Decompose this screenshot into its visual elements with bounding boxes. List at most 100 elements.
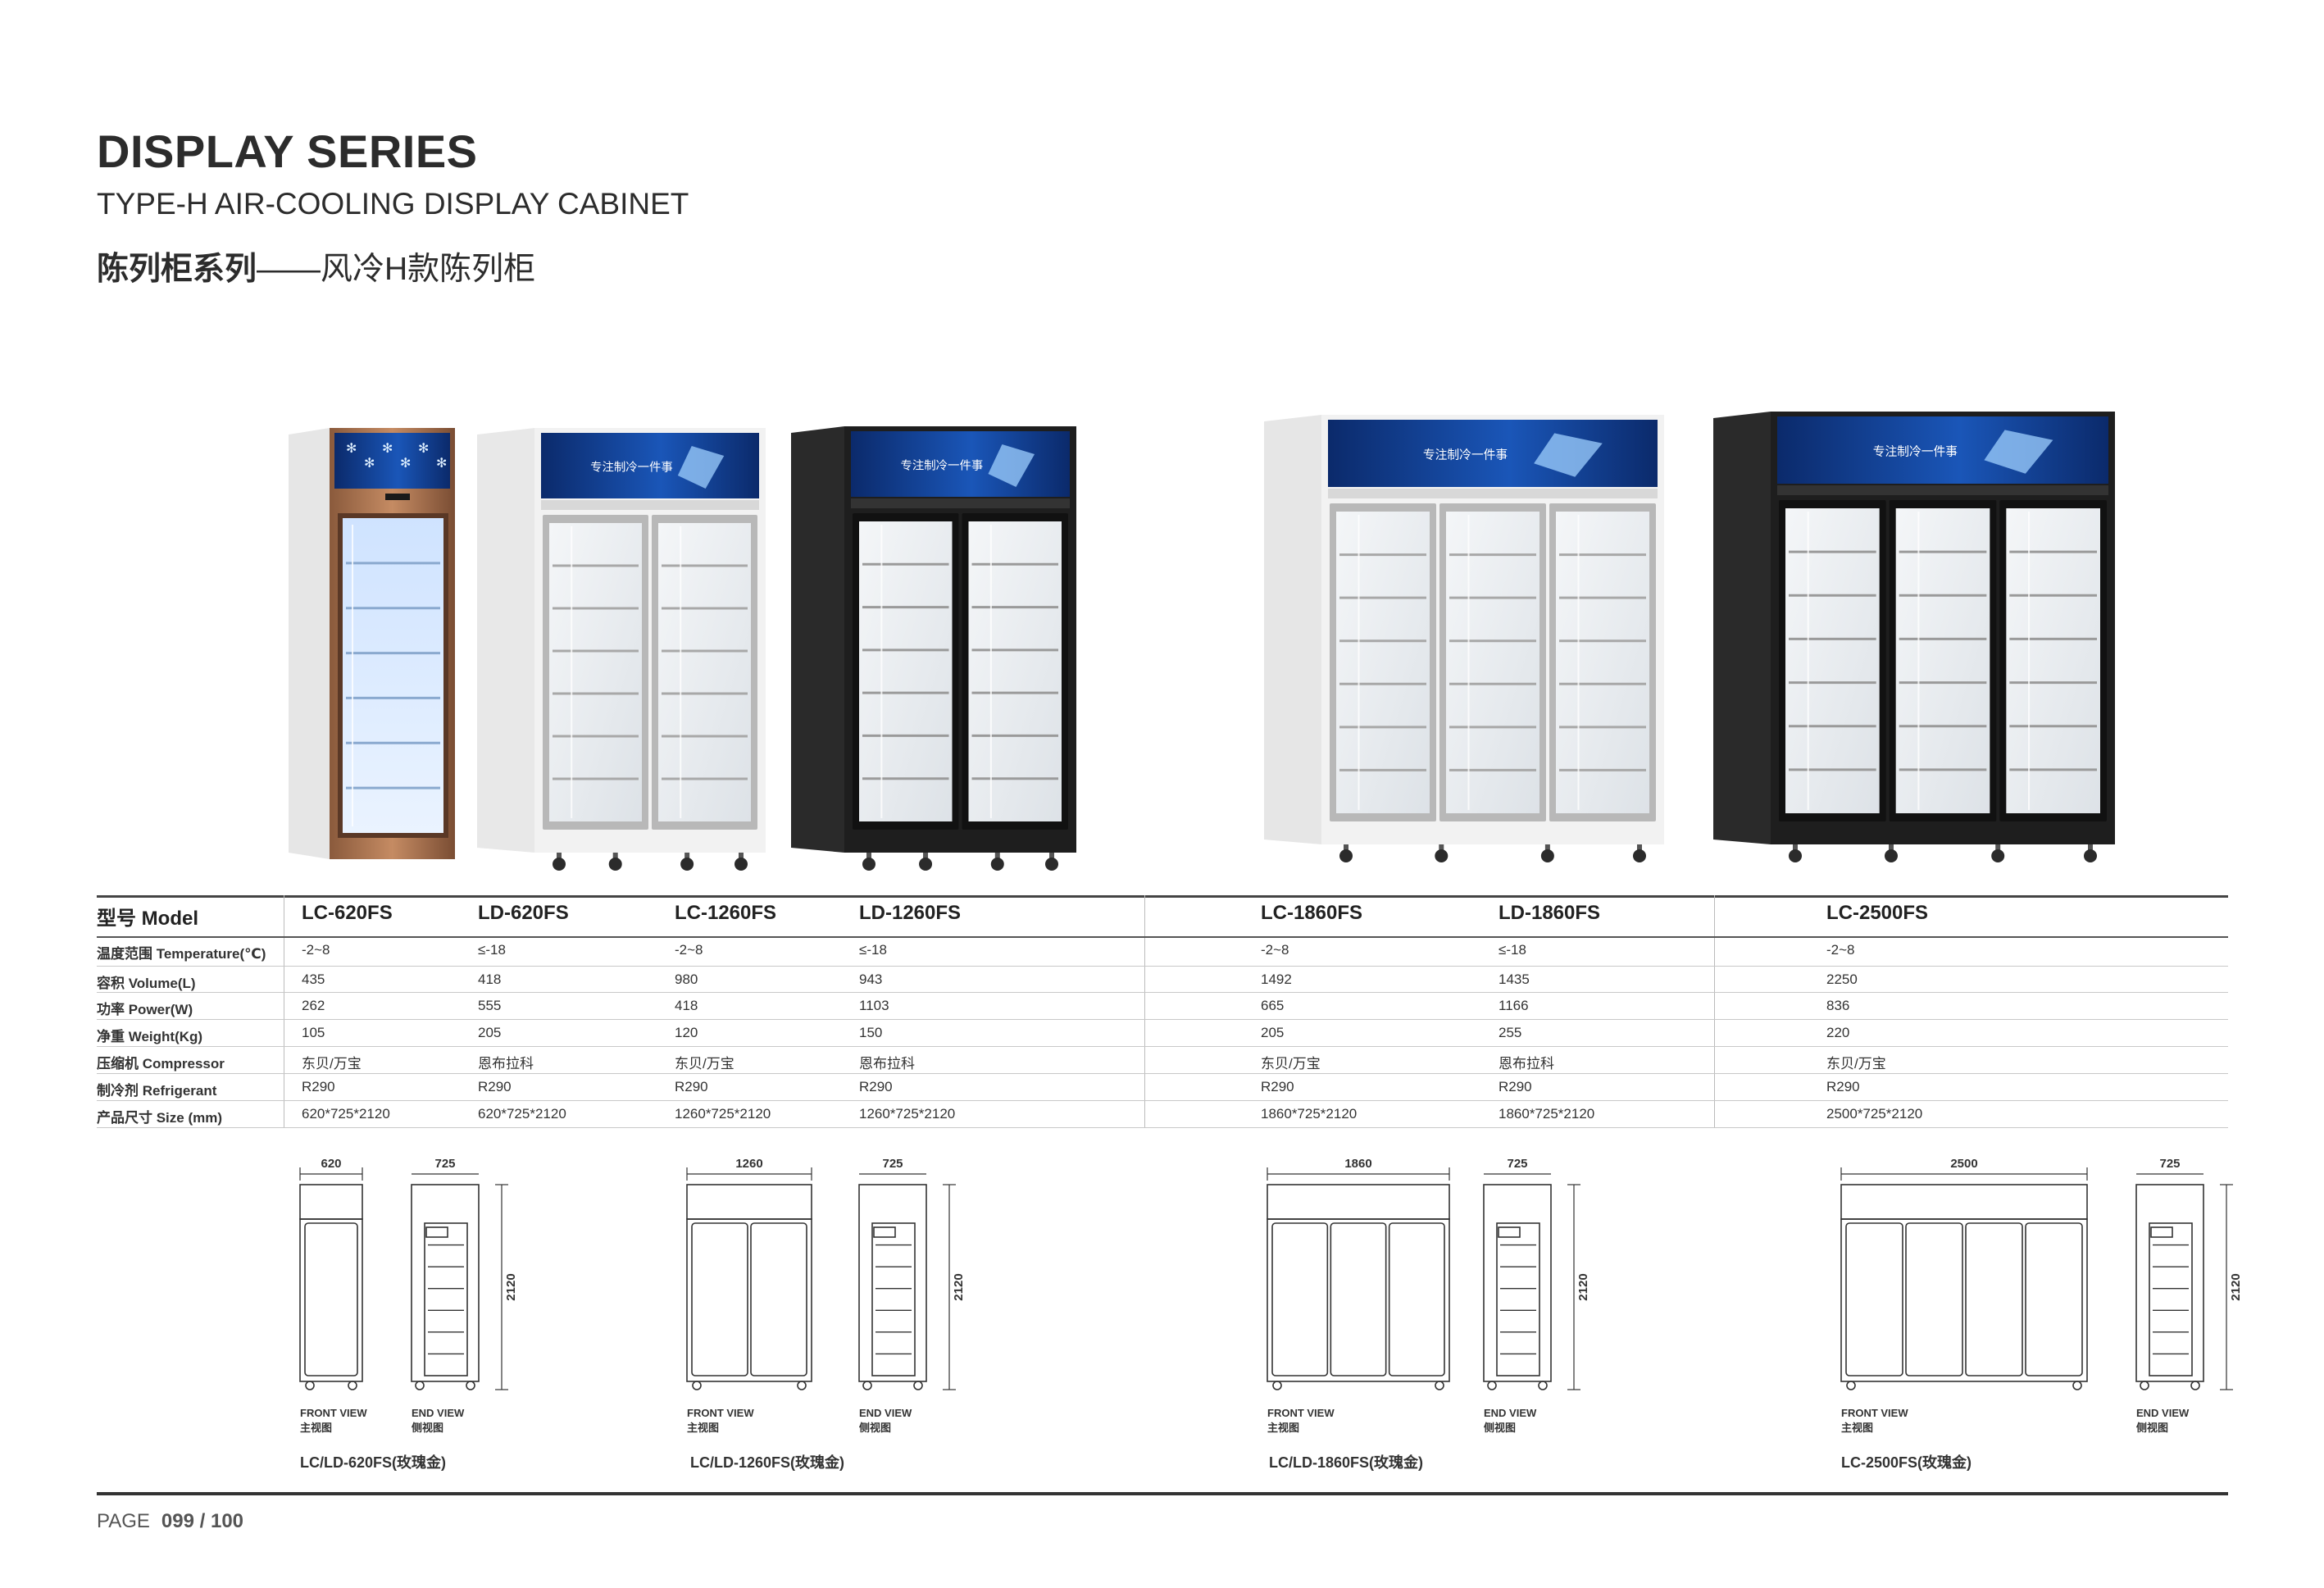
caster [1538, 1381, 1548, 1390]
row-label: 产品尺寸 Size (mm) [97, 1110, 223, 1126]
front-view-door [1905, 1222, 1963, 1376]
cabinet-door-glass [1446, 512, 1539, 813]
end-view-inner [871, 1222, 916, 1376]
cabinet-door-glass [859, 521, 953, 821]
wheel-stem [1995, 844, 2001, 851]
front-view-header [1267, 1184, 1450, 1220]
row-label: 净重 Weight(Kg) [97, 1029, 203, 1044]
caster [348, 1381, 357, 1390]
snowflake-icon: ✻ [346, 442, 357, 456]
cabinet-door-glass [1895, 508, 1990, 813]
row-value: 恩布拉科 [859, 1056, 915, 1072]
row-label: 温度范围 Temperature(℃) [97, 946, 266, 962]
row-value: 435 [302, 971, 325, 987]
row-value: 2250 [1826, 971, 1858, 987]
cabinet-ld-620fs: 专注制冷一件事 [477, 428, 766, 871]
height-dimension: 2120 [952, 1273, 966, 1300]
caster [305, 1381, 315, 1390]
end-view-unit [425, 1226, 448, 1238]
banner-ice-graphic [988, 444, 1035, 487]
model-name: LC-1260FS [675, 902, 777, 924]
wheel [1045, 858, 1058, 871]
row-value: 1103 [859, 998, 889, 1013]
end-view-unit [873, 1226, 896, 1238]
page-value: 099 / 100 [161, 1510, 244, 1532]
end-view-label: END VIEW [412, 1407, 465, 1419]
row-value: 665 [1261, 998, 1285, 1013]
cabinet-base [534, 835, 766, 853]
depth-dimension: 725 [2159, 1157, 2180, 1171]
row-value: 恩布拉科 [478, 1056, 534, 1072]
banner-text: 专注制冷一件事 [590, 460, 673, 474]
row-value: 1166 [1499, 998, 1529, 1013]
cabinet-lc-2500fs: 专注制冷一件事 [1713, 412, 2115, 862]
wheel [2084, 849, 2097, 862]
row-value: R290 [1499, 1079, 1532, 1094]
front-view-label-cn: 主视图 [300, 1422, 332, 1434]
cabinet-banner [1328, 420, 1658, 487]
wheel [1789, 849, 1802, 862]
cabinet-door-glass [1556, 512, 1649, 813]
table-top-rule [97, 895, 2228, 898]
height-dimension: 2120 [2229, 1273, 2243, 1300]
model-name: LC-1860FS [1261, 902, 1363, 924]
table-divider [1144, 895, 1145, 1127]
row-label: 压缩机 Compressor [97, 1056, 225, 1072]
caster [797, 1381, 807, 1390]
cabinet-door-glass [1785, 508, 1880, 813]
front-view-header [686, 1184, 812, 1220]
end-view-body [411, 1184, 480, 1382]
front-view-door [1965, 1222, 2023, 1376]
end-view-body [858, 1184, 927, 1382]
row-value: 东贝/万宝 [675, 1056, 734, 1072]
wheel-stem [2088, 844, 2093, 851]
page-subtitle: TYPE-H AIR-COOLING DISPLAY CABINET [97, 187, 689, 221]
front-view-label: FRONT VIEW [1267, 1407, 1335, 1419]
snowflake-icon: ✻ [382, 442, 393, 456]
row-value: 255 [1499, 1025, 1522, 1040]
model-caption: LC/LD-620FS(玫瑰金) [300, 1454, 446, 1471]
page-label: PAGE [97, 1510, 150, 1532]
row-value: 555 [478, 998, 502, 1013]
wheel-stem [1889, 844, 1894, 851]
caster [1272, 1381, 1282, 1390]
snowflake-icon: ✻ [418, 442, 429, 456]
cabinet-base [844, 835, 1076, 853]
caster [2140, 1381, 2149, 1390]
row-value: 东贝/万宝 [302, 1056, 362, 1072]
wheel [734, 858, 748, 871]
front-view-label: FRONT VIEW [1841, 1407, 1908, 1419]
end-view-label-cn: 侧视图 [412, 1422, 443, 1434]
table-divider [1714, 895, 1715, 1127]
row-label: 制冷剂 Refrigerant [97, 1083, 217, 1099]
row-value: -2~8 [302, 942, 330, 958]
front-view-header [299, 1184, 363, 1220]
wheel-stem [1793, 844, 1798, 851]
cabinet-base [1321, 826, 1664, 844]
row-value: 262 [302, 998, 325, 1013]
model-caption: LC-2500FS(玫瑰金) [1841, 1454, 1972, 1471]
row-value: 620*725*2120 [478, 1106, 566, 1122]
page-title: DISPLAY SERIES [97, 125, 478, 177]
end-view-body [2135, 1184, 2204, 1382]
row-value: ≤-18 [478, 942, 506, 958]
end-view-label: END VIEW [859, 1407, 912, 1419]
row-value: -2~8 [1826, 942, 1855, 958]
wheel [608, 858, 622, 871]
row-value: R290 [1261, 1079, 1294, 1094]
cabinet-side [1713, 412, 1771, 844]
row-value: 东贝/万宝 [1826, 1056, 1886, 1072]
front-view-body [299, 1218, 363, 1382]
model-name: LD-1260FS [859, 902, 962, 924]
page-subtitle-cn: 陈列柜系列——风冷H款陈列柜 [97, 243, 535, 289]
caster [2190, 1381, 2200, 1390]
row-value: 1860*725*2120 [1499, 1106, 1595, 1122]
row-value: 120 [675, 1025, 698, 1040]
wheel-stem [739, 853, 744, 859]
front-view-label: FRONT VIEW [300, 1407, 367, 1419]
banner-ice-graphic [677, 446, 725, 489]
row-value: 205 [478, 1025, 502, 1040]
